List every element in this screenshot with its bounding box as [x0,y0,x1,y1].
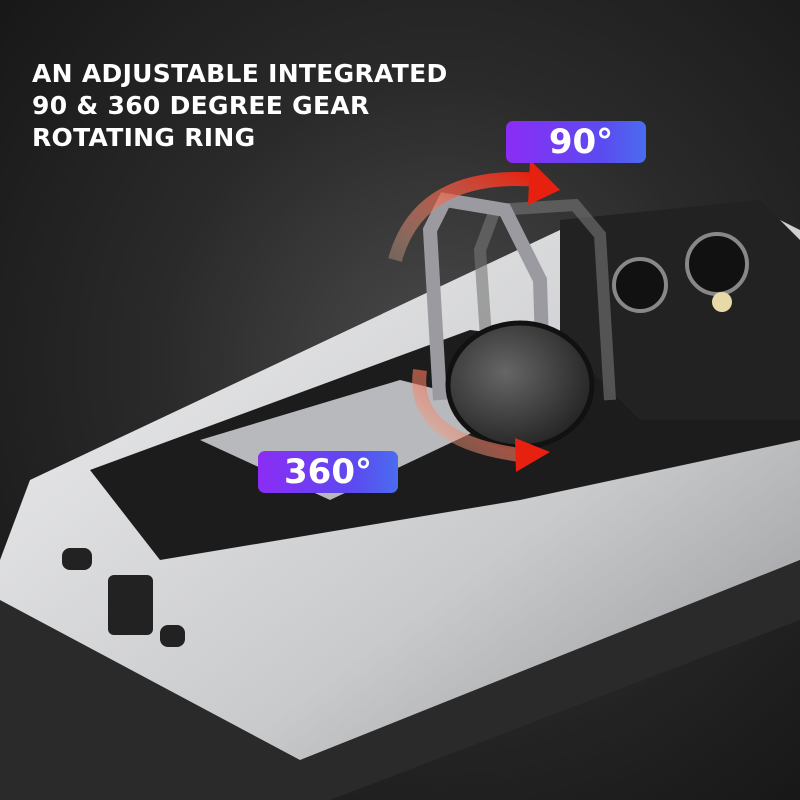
badge-360-degree: 360° [258,451,398,493]
headline-line: AN ADJUSTABLE INTEGRATED [32,59,448,88]
port [160,625,185,647]
ring-ghost [473,198,616,401]
flash [712,292,732,312]
headline-line: ROTATING RING [32,123,256,152]
port [108,575,153,635]
camera-lens [612,257,668,313]
case-side [0,560,800,800]
arrow-90-icon [388,172,541,262]
badge-90-degree: 90° [506,121,646,163]
ring-disc [445,320,595,450]
port [62,548,92,570]
ring-stand [422,192,552,441]
headline: AN ADJUSTABLE INTEGRATED 90 & 360 DEGREE… [32,58,448,154]
headline-line: 90 & 360 DEGREE GEAR [32,91,370,120]
arrow-360-icon [412,369,521,462]
camera-lens [685,232,749,296]
